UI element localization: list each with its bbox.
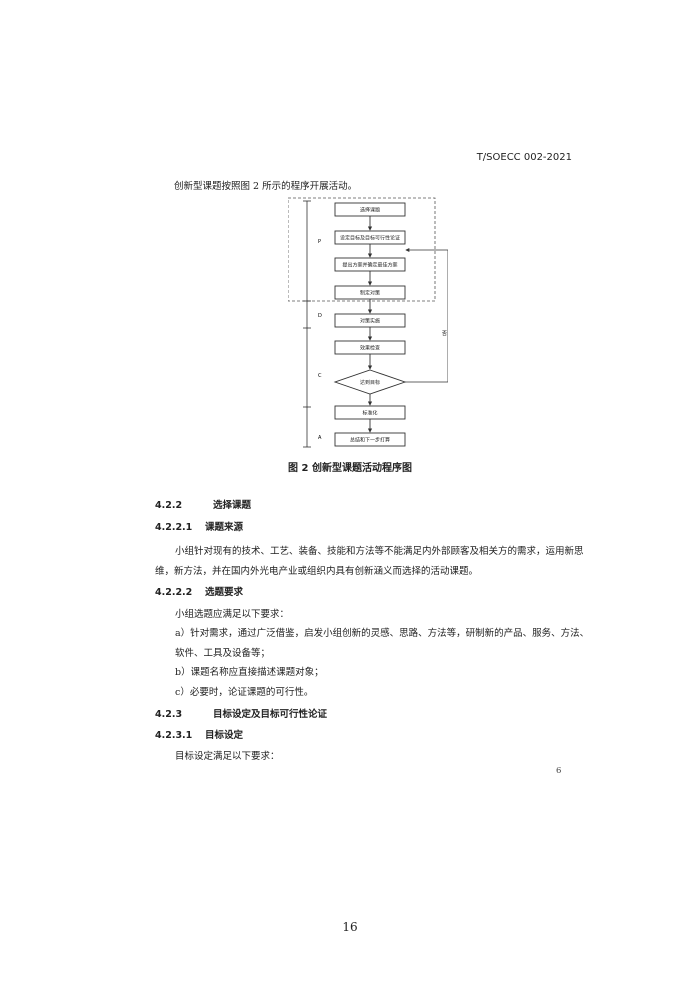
heading-title: 目标设定 <box>205 730 244 741</box>
list-item-c: c）必要时，论证课题的可行性。 <box>175 687 314 698</box>
heading-title: 课题来源 <box>205 522 244 533</box>
heading-title: 目标设定及目标可行性论证 <box>213 709 328 720</box>
list-item-a-cont: 软件、工具及设备等； <box>175 648 271 659</box>
step-label: 选择课题 <box>360 207 380 214</box>
document-id: T/SOECC 002-2021 <box>476 152 572 163</box>
heading-number: 4.2.2 <box>155 500 183 511</box>
step-label: 总结和下一步打算 <box>350 437 390 444</box>
heading-4-2-2-2: 4.2.2.2 选题要求 <box>155 584 243 598</box>
page-number-inner: 6 <box>556 766 562 776</box>
branch-label-no: 否 <box>442 331 447 337</box>
decision-label: 达到目标 <box>360 379 380 386</box>
step-label: 提出方案并确定最佳方案 <box>342 262 397 269</box>
step-label: 制定对策 <box>360 290 380 297</box>
heading-title: 选择课题 <box>213 500 252 511</box>
heading-number: 4.2.3 <box>155 709 183 720</box>
figure-caption: 图 2 创新型课题活动程序图 <box>288 463 412 474</box>
paragraph-line: 目标设定满足以下要求： <box>175 751 280 762</box>
heading-title: 选题要求 <box>205 587 244 598</box>
paragraph-line: 小组针对现有的技术、工艺、装备、技能和方法等不能满足内外部顾客及相关方的需求，运… <box>175 546 584 557</box>
step-label: 标准化 <box>362 410 377 417</box>
heading-number: 4.2.3.1 <box>155 730 193 741</box>
phase-label-c: C <box>318 373 322 379</box>
heading-4-2-3: 4.2.3 目标设定及目标可行性论证 <box>155 706 327 720</box>
list-item-b: b）课题名称应直接描述课题对象； <box>175 667 324 678</box>
step-label: 对策实施 <box>360 318 380 325</box>
step-label: 效果检查 <box>360 345 380 352</box>
heading-number: 4.2.2.1 <box>155 522 193 533</box>
step-label: 设定目标及目标可行性论证 <box>340 235 400 242</box>
list-item-a: a）针对需求，通过广泛借鉴，启发小组创新的灵感、思路、方法等，研制新的产品、服务… <box>175 628 590 639</box>
paragraph-line: 小组选题应满足以下要求： <box>175 609 290 620</box>
phase-label-d: D <box>318 313 322 319</box>
phase-label-a: A <box>318 435 322 441</box>
page-number: 16 <box>342 920 358 934</box>
flowchart-figure: P D C A 选择课题 设定目标及目标可行性论证 提出方案并确定最佳方案 制定… <box>288 197 448 448</box>
phase-label-p: P <box>318 239 321 245</box>
heading-4-2-2: 4.2.2 选择课题 <box>155 497 251 511</box>
heading-4-2-3-1: 4.2.3.1 目标设定 <box>155 727 243 741</box>
heading-number: 4.2.2.2 <box>155 587 193 598</box>
paragraph-line: 维，新方法，并在国内外光电产业或组织内具有创新涵义而选择的活动课题。 <box>155 566 479 577</box>
intro-paragraph: 创新型课题按照图 2 所示的程序开展活动。 <box>174 181 358 192</box>
step-box <box>334 432 406 447</box>
heading-4-2-2-1: 4.2.2.1 课题来源 <box>155 519 243 533</box>
